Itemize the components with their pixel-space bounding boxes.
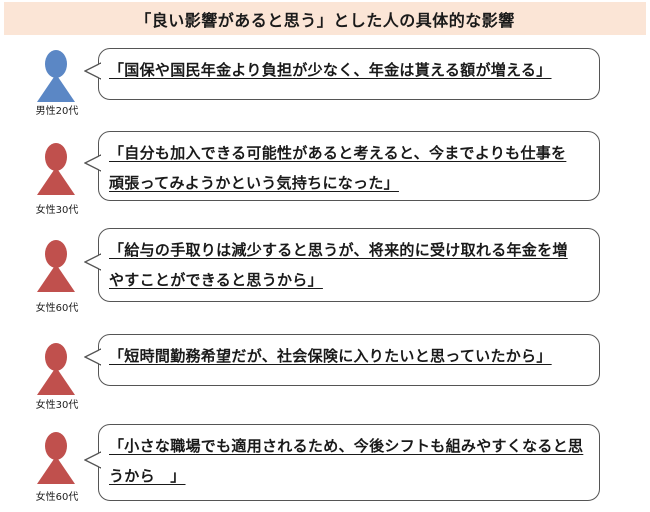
- comment-text-line: やすことができると思うから」: [109, 271, 323, 289]
- speech-bubble-tail: [84, 62, 101, 80]
- speech-bubble: 「給与の手取りは減少すると思うが、将来的に受け取れる年金を増やすことができると思…: [84, 228, 600, 302]
- person-label: 女性60代: [35, 492, 79, 503]
- comment-text-line: 「自分も加入できる可能性があると考えると、今までよりも仕事を: [109, 144, 567, 162]
- speech-bubble: 「短時間勤務希望だが、社会保険に入りたいと思っていたから」: [84, 334, 600, 386]
- person-label: 女性30代: [35, 400, 79, 411]
- comment-text-line: 頑張ってみようかという気持ちになった」: [109, 174, 399, 192]
- speech-bubble: 「国保や国民年金より負担が少なく、年金は貰える額が増える」: [84, 48, 600, 100]
- speech-bubble-tail: [84, 154, 101, 172]
- page-title: 「良い影響があると思う」とした人の具体的な影響: [4, 2, 646, 35]
- person-label: 女性60代: [35, 303, 79, 314]
- person-icon: [37, 432, 75, 484]
- speech-bubble-tail: [84, 348, 101, 366]
- comment-text-line: 「給与の手取りは減少すると思うが、将来的に受け取れる年金を増: [109, 241, 568, 259]
- speech-bubble-tail: [84, 253, 101, 271]
- person-icon: [37, 50, 75, 102]
- comment-text-line: 「国保や国民年金より負担が少なく、年金は貰える額が増える」: [109, 61, 552, 79]
- person-icon: [37, 143, 75, 195]
- person-icon: [37, 343, 75, 395]
- speech-bubble-tail: [84, 450, 101, 469]
- person-icon: [37, 240, 75, 292]
- comment-text-line: 「小さな職場でも適用されるため、今後シフトも組みやすくなると思: [109, 437, 584, 455]
- comment-text-line: 「短時間勤務希望だが、社会保険に入りたいと思っていたから」: [109, 347, 552, 365]
- person-label: 男性20代: [35, 106, 79, 117]
- speech-bubble: 「自分も加入できる可能性があると考えると、今までよりも仕事を頑張ってみようかとい…: [84, 131, 600, 201]
- comment-text-line: うから 」: [109, 467, 186, 485]
- person-label: 女性30代: [35, 205, 79, 216]
- speech-bubble: 「小さな職場でも適用されるため、今後シフトも組みやすくなると思うから 」: [84, 424, 600, 501]
